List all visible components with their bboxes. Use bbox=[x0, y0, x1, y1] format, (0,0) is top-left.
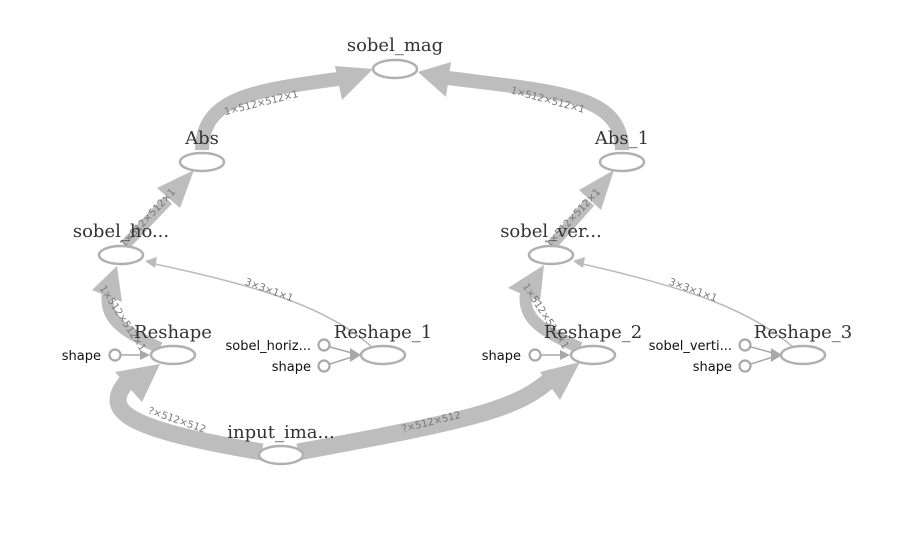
node-abs[interactable]: Abs bbox=[178, 128, 226, 173]
node-ellipse[interactable] bbox=[97, 244, 145, 266]
port-reshape-shape[interactable]: shape bbox=[62, 348, 150, 364]
node-label: Abs bbox=[184, 128, 219, 149]
node-label: Reshape_1 bbox=[334, 322, 432, 343]
port-label: shape bbox=[693, 360, 732, 375]
node-sobel-vertical[interactable]: sobel_ver... bbox=[500, 221, 602, 266]
node-ellipse[interactable] bbox=[598, 151, 646, 173]
node-ellipse[interactable] bbox=[257, 444, 305, 466]
port-label: sobel_horiz... bbox=[226, 339, 311, 354]
node-ellipse[interactable] bbox=[178, 151, 226, 173]
node-label: sobel_ver... bbox=[500, 221, 602, 242]
node-label: Reshape bbox=[134, 322, 212, 343]
node-ellipse[interactable] bbox=[527, 244, 575, 266]
node-ellipse[interactable] bbox=[149, 344, 197, 366]
port-reshape2-shape[interactable]: shape bbox=[482, 348, 570, 364]
port-circle[interactable] bbox=[317, 359, 331, 373]
edge-input-to-reshape-2[interactable]: ?×512×512 bbox=[296, 362, 580, 461]
node-label: sobel_ho... bbox=[73, 221, 169, 242]
node-reshape-3[interactable]: Reshape_3 bbox=[754, 322, 852, 366]
port-circle[interactable] bbox=[738, 338, 752, 352]
node-reshape[interactable]: Reshape bbox=[134, 322, 212, 366]
node-label: input_ima... bbox=[227, 422, 334, 443]
port-circle[interactable] bbox=[317, 338, 331, 352]
node-reshape-2[interactable]: Reshape_2 bbox=[544, 322, 642, 366]
edge-abs1-to-sobel-mag[interactable]: 1×512×512×1 bbox=[418, 62, 629, 151]
port-label: shape bbox=[62, 349, 101, 364]
node-ellipse[interactable] bbox=[359, 344, 407, 366]
node-label: sobel_mag bbox=[347, 35, 443, 56]
edge-label: 3×3×1×1 bbox=[243, 277, 294, 305]
port-reshape3-shape[interactable]: shape bbox=[693, 348, 782, 375]
node-abs-1[interactable]: Abs_1 bbox=[594, 128, 649, 173]
node-reshape-1[interactable]: Reshape_1 bbox=[334, 322, 432, 366]
node-ellipse[interactable] bbox=[779, 344, 827, 366]
node-sobel-mag[interactable]: sobel_mag bbox=[347, 35, 443, 80]
node-ellipse[interactable] bbox=[371, 58, 419, 80]
port-circle[interactable] bbox=[738, 359, 752, 373]
edge-abs-to-sobel-mag[interactable]: 1×512×512×1 bbox=[195, 66, 373, 151]
port-circle[interactable] bbox=[108, 348, 122, 362]
node-sobel-horizontal[interactable]: sobel_ho... bbox=[73, 221, 169, 266]
edge-label: 1×512×512×1 bbox=[97, 284, 148, 354]
node-label: Reshape_3 bbox=[754, 322, 852, 343]
node-label: Reshape_2 bbox=[544, 322, 642, 343]
node-label: Abs_1 bbox=[594, 128, 649, 149]
port-label: shape bbox=[272, 360, 311, 375]
port-reshape1-sobel-horiz[interactable]: sobel_horiz... bbox=[226, 338, 353, 354]
node-ellipse[interactable] bbox=[569, 344, 617, 366]
port-label: shape bbox=[482, 349, 521, 364]
port-label: sobel_verti... bbox=[649, 339, 732, 354]
port-circle[interactable] bbox=[528, 348, 542, 362]
port-reshape1-shape[interactable]: shape bbox=[272, 348, 361, 375]
port-reshape3-sobel-verti[interactable]: sobel_verti... bbox=[649, 338, 774, 354]
node-input-image[interactable]: input_ima... bbox=[227, 422, 335, 466]
edge-label: 3×3×1×1 bbox=[667, 277, 718, 305]
